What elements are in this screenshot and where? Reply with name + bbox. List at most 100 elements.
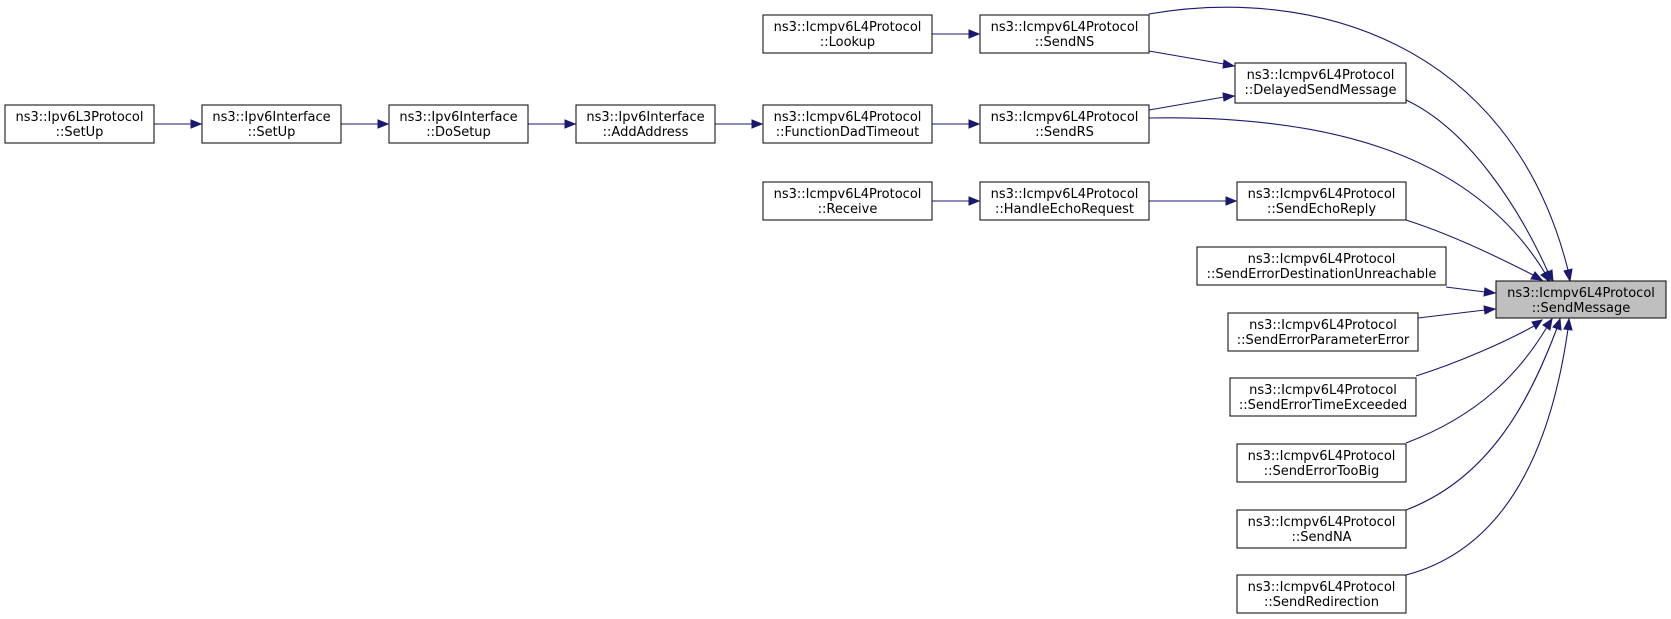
node-send-error-parameter-error[interactable]: ns3::Icmpv6L4Protocol::SendErrorParamete…	[1227, 312, 1419, 352]
node-box	[201, 104, 342, 144]
node-label-line2: ::SendNA	[1291, 530, 1351, 545]
node-send-error-dest-unreachable[interactable]: ns3::Icmpv6L4Protocol::SendErrorDestinat…	[1196, 246, 1447, 286]
edge-do-setup-to-add-address	[528, 119, 577, 129]
node-send-error-time-exceeded[interactable]: ns3::Icmpv6L4Protocol::SendErrorTimeExce…	[1229, 377, 1417, 417]
edge-send-rs-to-delayed-send-message	[1148, 92, 1236, 111]
arrowhead-icon	[968, 119, 981, 129]
edge-line	[1417, 309, 1486, 319]
edge-send-error-dest-unreachable-to-send-message	[1445, 286, 1497, 297]
arrowhead-icon	[1483, 305, 1497, 315]
node-send-redirection[interactable]: ns3::Icmpv6L4Protocol::SendRedirection	[1236, 574, 1407, 614]
edge-send-error-time-exceeded-to-send-message	[1415, 319, 1544, 377]
arrowhead-icon	[1222, 59, 1236, 69]
node-box	[1236, 443, 1407, 483]
edge-line	[1148, 6, 1569, 271]
node-label-line2: ::SendNS	[1035, 35, 1094, 50]
node-label-line1: ns3::Icmpv6L4Protocol	[1248, 515, 1396, 530]
node-label-line1: ns3::Ipv6L3Protocol	[16, 110, 144, 125]
edge-line	[1415, 325, 1535, 377]
node-lookup[interactable]: ns3::Icmpv6L4Protocol::Lookup	[762, 14, 933, 54]
node-box	[762, 181, 933, 221]
edge-send-redirection-to-send-message	[1405, 317, 1573, 576]
node-label-line1: ns3::Icmpv6L4Protocol	[1248, 187, 1396, 202]
node-box	[1495, 280, 1667, 319]
node-box	[979, 181, 1150, 221]
node-send-ns[interactable]: ns3::Icmpv6L4Protocol::SendNS	[979, 14, 1150, 54]
node-label-line2: ::Lookup	[820, 35, 875, 50]
node-label-line2: ::FunctionDadTimeout	[776, 125, 919, 140]
arrowhead-icon	[968, 196, 981, 206]
arrowhead-icon	[1483, 287, 1497, 297]
arrowhead-icon	[1542, 317, 1553, 331]
node-add-address[interactable]: ns3::Ipv6Interface::AddAddress	[575, 104, 716, 144]
edge-line	[1148, 117, 1546, 274]
node-send-error-too-big[interactable]: ns3::Icmpv6L4Protocol::SendErrorTooBig	[1236, 443, 1407, 483]
node-label-line2: ::SendRedirection	[1264, 595, 1379, 610]
node-box	[575, 104, 716, 144]
arrowhead-icon	[377, 119, 390, 129]
edge-receive-to-handle-echo-request	[932, 196, 981, 206]
node-label-line1: ns3::Icmpv6L4Protocol	[774, 110, 922, 125]
edge-line	[1148, 50, 1225, 65]
node-label-line2: ::SendEchoReply	[1267, 202, 1376, 217]
edge-send-error-too-big-to-send-message	[1405, 317, 1553, 444]
node-send-rs[interactable]: ns3::Icmpv6L4Protocol::SendRS	[979, 104, 1150, 144]
node-receive[interactable]: ns3::Icmpv6L4Protocol::Receive	[762, 181, 933, 221]
node-send-message[interactable]: ns3::Icmpv6L4Protocol::SendMessage	[1495, 280, 1667, 319]
node-label-line2: ::SendErrorDestinationUnreachable	[1207, 267, 1437, 282]
node-box	[762, 104, 933, 144]
node-label-line1: ns3::Ipv6Interface	[212, 110, 330, 125]
arrowhead-icon	[564, 119, 577, 129]
node-box	[1227, 312, 1419, 352]
node-label-line1: ns3::Icmpv6L4Protocol	[1249, 383, 1397, 398]
edge-line	[1405, 327, 1558, 511]
edge-iface-setup-to-do-setup	[341, 119, 390, 129]
node-box	[388, 104, 529, 144]
edge-handle-echo-request-to-send-echo-reply	[1149, 196, 1238, 206]
arrowhead-icon	[1563, 268, 1573, 283]
node-label-line2: ::SendErrorTimeExceeded	[1239, 398, 1407, 413]
arrowhead-icon	[1540, 270, 1551, 284]
node-iface-setup[interactable]: ns3::Ipv6Interface::SetUp	[201, 104, 342, 144]
node-label-line2: ::SendMessage	[1532, 301, 1630, 316]
node-label-line2: ::SetUp	[56, 125, 104, 140]
node-label-line2: ::SetUp	[248, 125, 296, 140]
arrowhead-icon	[968, 29, 981, 39]
node-label-line1: ns3::Icmpv6L4Protocol	[1507, 286, 1655, 301]
node-box	[1236, 181, 1407, 221]
node-label-line1: ns3::Icmpv6L4Protocol	[1248, 449, 1396, 464]
node-l3-setup[interactable]: ns3::Ipv6L3Protocol::SetUp	[4, 104, 155, 144]
node-delayed-send-message[interactable]: ns3::Icmpv6L4Protocol::DelayedSendMessag…	[1234, 62, 1407, 104]
node-do-setup[interactable]: ns3::Ipv6Interface::DoSetup	[388, 104, 529, 144]
node-send-na[interactable]: ns3::Icmpv6L4Protocol::SendNA	[1236, 509, 1407, 549]
arrowhead-icon	[1530, 271, 1544, 281]
arrowhead-icon	[1225, 196, 1238, 206]
node-box	[762, 14, 933, 54]
node-send-echo-reply[interactable]: ns3::Icmpv6L4Protocol::SendEchoReply	[1236, 181, 1407, 221]
edge-line	[1405, 219, 1534, 276]
node-box	[1236, 509, 1407, 549]
node-label-line2: ::HandleEchoRequest	[995, 202, 1134, 217]
node-box	[1229, 377, 1417, 417]
node-box	[1234, 62, 1407, 104]
node-label-line1: ns3::Icmpv6L4Protocol	[991, 20, 1139, 35]
node-label-line2: ::Receive	[818, 202, 878, 217]
arrowhead-icon	[1552, 317, 1562, 331]
edge-send-na-to-send-message	[1405, 317, 1562, 511]
node-box	[1236, 574, 1407, 614]
edge-send-echo-reply-to-send-message	[1405, 219, 1544, 281]
node-function-dad-timeout[interactable]: ns3::Icmpv6L4Protocol::FunctionDadTimeou…	[762, 104, 933, 144]
edge-function-dad-timeout-to-send-rs	[932, 119, 981, 129]
node-handle-echo-request[interactable]: ns3::Icmpv6L4Protocol::HandleEchoRequest	[979, 181, 1150, 221]
edge-send-error-parameter-error-to-send-message	[1417, 305, 1497, 319]
node-label-line1: ns3::Icmpv6L4Protocol	[1248, 252, 1396, 267]
arrowhead-icon	[1222, 92, 1236, 102]
edge-send-ns-to-send-message	[1148, 6, 1573, 283]
node-box	[979, 14, 1150, 54]
edge-lookup-to-send-ns	[932, 29, 981, 39]
node-label-line2: ::AddAddress	[603, 125, 689, 140]
node-label-line1: ns3::Icmpv6L4Protocol	[991, 187, 1139, 202]
edge-l3-setup-to-iface-setup	[154, 119, 203, 129]
node-box	[1196, 246, 1447, 286]
